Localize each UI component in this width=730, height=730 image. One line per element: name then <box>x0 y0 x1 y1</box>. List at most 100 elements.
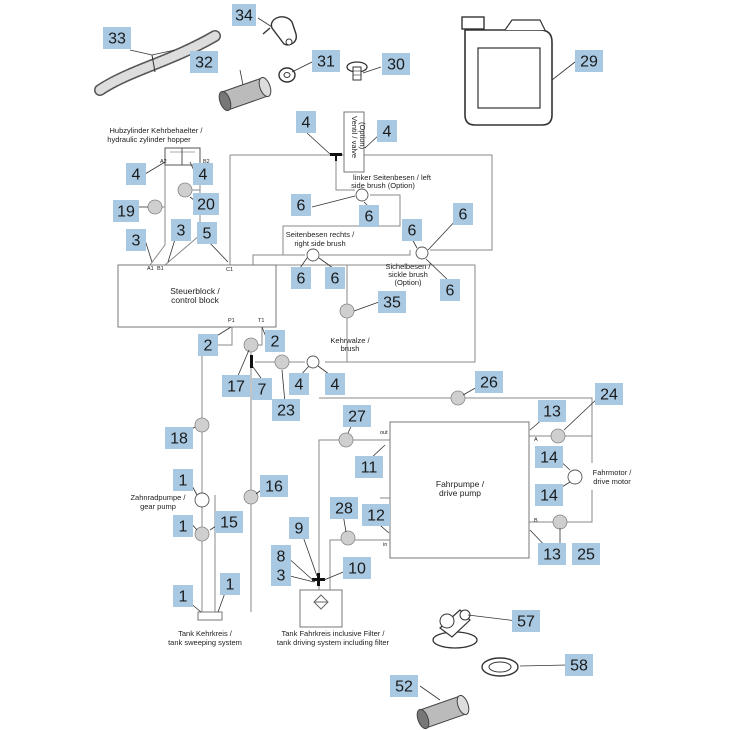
callout-badge-bg <box>271 545 291 567</box>
port-p1: P1 <box>228 318 235 324</box>
callout-badge-bg <box>215 511 243 533</box>
callout-badge-bg <box>113 200 139 222</box>
gauge-20 <box>177 182 193 198</box>
callout-number: 17 <box>227 379 245 396</box>
callout-4: 4 <box>325 373 345 395</box>
callout-badge-bg <box>103 27 131 49</box>
callout-30: 30 <box>382 53 410 75</box>
callout-number: 34 <box>235 8 253 25</box>
callout-3: 3 <box>126 229 146 251</box>
callout-badge-bg <box>343 405 371 427</box>
port-b: B <box>534 518 538 524</box>
callout-number: 3 <box>177 223 186 240</box>
corrugated-hose-part <box>94 30 221 96</box>
callout-23: 23 <box>272 399 300 421</box>
callout-number: 4 <box>383 124 392 141</box>
port-in: in <box>383 542 387 548</box>
callout-6: 6 <box>291 194 311 216</box>
callout-badge-bg <box>355 456 383 478</box>
callout-number: 35 <box>383 295 401 312</box>
callout-badge-bg <box>220 573 240 595</box>
callout-number: 26 <box>480 375 498 392</box>
callout-badge-bg <box>193 163 213 185</box>
label-drive-motor-en: drive motor <box>593 477 631 486</box>
callout-18: 18 <box>165 427 193 449</box>
port-a2: A2 <box>160 159 167 165</box>
label-tank-driving-de: Tank Fahrkreis inclusive Filter / <box>282 629 386 638</box>
callout-badge-bg <box>538 400 566 422</box>
callout-number: 16 <box>265 479 283 496</box>
port-c1: C1 <box>226 267 233 273</box>
callout-14: 14 <box>535 446 563 468</box>
label-valve-option: (Option) <box>358 122 367 150</box>
label-hydraulic-cylinder-en: hydraulic zylinder hopper <box>107 135 191 144</box>
callout-badge-bg <box>538 543 566 565</box>
callout-number: 6 <box>365 209 374 226</box>
port-a: A <box>534 437 538 443</box>
callout-35: 35 <box>378 291 406 313</box>
gauge-18 <box>194 417 210 433</box>
label-brush-en: brush <box>341 344 360 353</box>
callout-badge-bg <box>252 378 272 400</box>
callout-number: 4 <box>302 115 311 132</box>
callout-24: 24 <box>595 383 623 405</box>
gauge-19 <box>147 199 163 215</box>
callout-number: 57 <box>517 614 535 631</box>
check-drive-motor <box>567 469 583 485</box>
label-right-side-brush-en: right side brush <box>294 239 345 248</box>
callout-6: 6 <box>440 279 460 301</box>
label-hydraulic-cylinder-de: Hubzylinder Kehrbehaelter / <box>110 126 204 135</box>
callout-badge-bg <box>325 267 345 289</box>
callout-4: 4 <box>193 163 213 185</box>
callout-number: 32 <box>195 55 213 72</box>
callout-badge-bg <box>193 193 219 215</box>
callout-26: 26 <box>475 371 503 393</box>
gauge-24 <box>550 428 566 444</box>
callout-badge-bg <box>312 50 340 72</box>
callout-badge-bg <box>165 427 193 449</box>
components <box>117 111 530 586</box>
callout-34: 34 <box>232 4 256 26</box>
callout-17: 17 <box>222 375 250 397</box>
callout-number: 2 <box>204 338 213 355</box>
label-left-side-brush-en: side brush (Option) <box>351 181 415 190</box>
callout-number: 1 <box>179 519 188 536</box>
callout-32: 32 <box>190 51 218 73</box>
callout-27: 27 <box>343 405 371 427</box>
callout-badge-bg <box>173 515 193 537</box>
callout-1: 1 <box>173 515 193 537</box>
callout-badge-bg <box>325 373 345 395</box>
callout-badge-bg <box>173 469 193 491</box>
callout-number: 3 <box>132 233 141 250</box>
callout-28: 28 <box>330 497 358 519</box>
quick-coupling-part <box>432 609 478 649</box>
label-drive-motor-de: Fahrmotor / <box>593 468 633 477</box>
callout-number: 10 <box>348 561 366 578</box>
callout-badge-bg <box>296 111 316 133</box>
callout-number: 33 <box>108 31 126 48</box>
callout-badge-bg <box>535 446 563 468</box>
callout-number: 25 <box>577 547 595 564</box>
gauge-27 <box>338 432 354 448</box>
callout-16: 16 <box>260 475 288 497</box>
callout-badge-bg <box>291 194 311 216</box>
gauge-23 <box>274 354 290 370</box>
callout-57: 57 <box>512 610 540 632</box>
port-a1: A1 <box>147 266 154 272</box>
gauge-16 <box>243 489 259 505</box>
callout-badge-bg <box>475 371 503 393</box>
callout-number: 11 <box>361 460 378 477</box>
callout-25: 25 <box>572 543 600 565</box>
callout-badge-bg <box>572 543 600 565</box>
callout-badge-bg <box>232 4 256 26</box>
callout-badge-bg <box>359 205 379 227</box>
callout-badge-bg <box>291 267 311 289</box>
callout-20: 20 <box>193 193 219 215</box>
callout-badge-bg <box>575 50 603 72</box>
callout-badge-bg <box>126 229 146 251</box>
hose-fitting-part <box>218 76 272 112</box>
callout-1: 1 <box>173 469 193 491</box>
callout-number: 12 <box>367 508 385 525</box>
